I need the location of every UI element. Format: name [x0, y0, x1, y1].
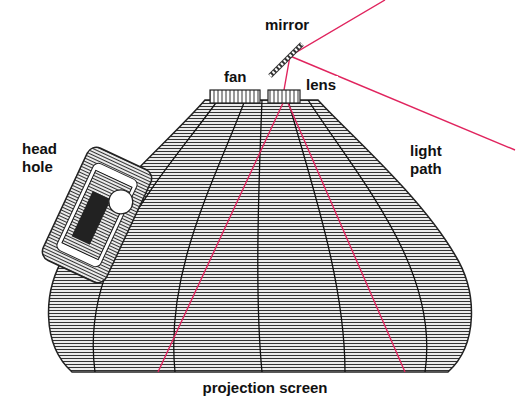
- dome-screen: [49, 100, 472, 372]
- lens-unit: [268, 90, 300, 103]
- part-label: light path: [408, 142, 464, 178]
- part-label: fan: [222, 68, 249, 86]
- part-label: head hole: [20, 140, 76, 176]
- mirror-plate: [270, 44, 302, 76]
- light-rays: [158, 0, 515, 372]
- part-label: lens: [304, 76, 338, 94]
- fan-unit: [210, 90, 260, 103]
- gore-lines: [93, 100, 427, 372]
- part-label: mirror: [263, 16, 311, 34]
- part-label: projection screen: [200, 379, 329, 397]
- mirror-plate-hatch: [270, 44, 302, 76]
